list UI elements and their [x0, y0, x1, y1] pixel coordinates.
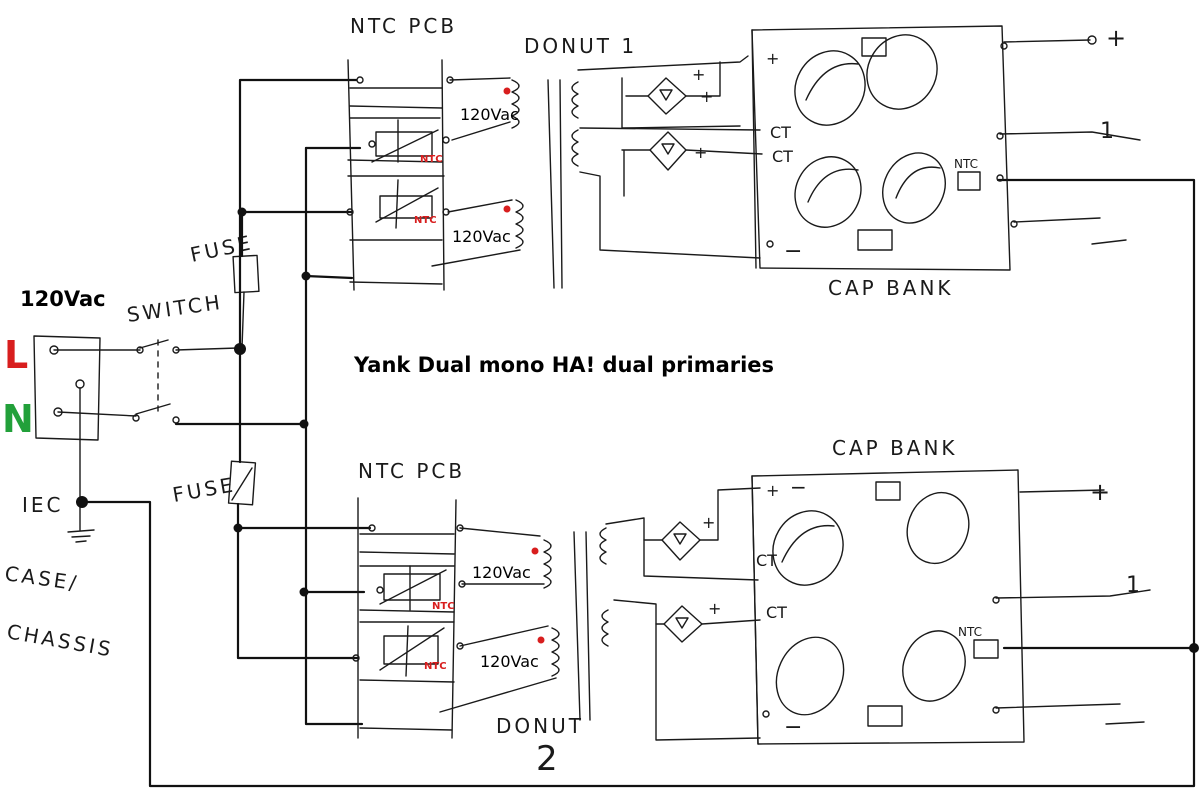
secondaries-top [571, 55, 763, 259]
capbank-bottom-label: CAP BANK [832, 436, 958, 460]
junction-dot [299, 587, 309, 597]
capbank-bottom-plus: + [766, 481, 779, 500]
junction-dot [237, 207, 247, 217]
ntc-4-label: NTC [424, 661, 447, 672]
polarity-dot [537, 636, 545, 644]
capbank-top-label: CAP BANK [828, 276, 954, 300]
donut-1-label: DONUT 1 [524, 34, 637, 58]
junction-dot [299, 419, 309, 429]
capbank-top-ct-1: CT [770, 123, 791, 142]
capbank-bottom-out-1: 1 [1126, 573, 1140, 598]
donut-2-label: DONUT [496, 714, 584, 738]
donut-1-core [547, 79, 563, 289]
junction-dot [1189, 643, 1199, 653]
capbank-bottom-ct-2: CT [766, 603, 787, 622]
secondary-voltage-1: 120Vac [460, 105, 519, 124]
capbank-top-out-plus: + [1106, 24, 1126, 52]
switch-label: SWITCH [125, 290, 224, 327]
polarity-dot [531, 547, 539, 555]
rect-1-plus-2: + [700, 87, 713, 106]
capbank-top [751, 25, 1141, 271]
rect-3-plus: + [702, 513, 715, 532]
junction-dot [234, 343, 246, 355]
ntc-pcb-bottom [352, 497, 466, 739]
junction-dot [301, 271, 311, 281]
secondaries-bottom [599, 487, 761, 741]
junction-dot [233, 523, 243, 533]
capbank-top-ntc: NTC [954, 157, 978, 171]
capbank-bottom-minus: − [784, 715, 802, 740]
secondary-voltage-3: 120Vac [472, 563, 531, 582]
rect-2-plus: + [694, 143, 707, 162]
donut-2-number: 2 [536, 739, 561, 779]
diagram-title: Yank Dual mono HA! dual primaries [353, 353, 774, 377]
primary-wiring [80, 78, 1196, 788]
case-label: CASE/ [3, 561, 80, 595]
ntc-2-label: NTC [414, 215, 437, 226]
capbank-bottom-minus-top: − [790, 475, 807, 499]
ntc-3-label: NTC [432, 601, 455, 612]
donut-2-core [573, 531, 591, 721]
ntc-pcb-bottom-label: NTC PCB [358, 459, 465, 483]
capbank-bottom [751, 469, 1151, 745]
capbank-top-plus: + [766, 49, 779, 68]
chassis-label: CHASSIS [5, 619, 115, 661]
ntc-1-label: NTC [420, 154, 443, 165]
rect-1-plus: + [692, 65, 705, 84]
fuse-top [232, 254, 260, 349]
polarity-dot [503, 87, 511, 95]
line-label: L [4, 333, 28, 377]
ground-symbol [67, 499, 95, 543]
polarity-dot [503, 205, 511, 213]
ntc-pcb-top [346, 59, 454, 291]
fuse-top-label: FUSE [188, 230, 255, 267]
ntc-pcb-top-label: NTC PCB [350, 14, 457, 38]
iec-label: IEC [22, 493, 64, 517]
secondary-voltage-4: 120Vac [480, 652, 539, 671]
primary-windings-top [431, 77, 524, 267]
capbank-bottom-out-plus: + [1090, 478, 1110, 506]
power-switch [53, 339, 239, 424]
fuse-bottom [227, 460, 257, 506]
fuse-bottom-label: FUSE [171, 472, 238, 507]
junction-dot [76, 496, 88, 508]
iec-inlet [33, 335, 101, 501]
mains-voltage-label: 120Vac [20, 287, 106, 311]
rect-4-plus: + [708, 599, 721, 618]
neutral-label: N [2, 397, 34, 441]
capbank-top-ct-2: CT [772, 147, 793, 166]
capbank-top-out-1: 1 [1100, 119, 1114, 144]
capbank-bottom-ntc: NTC [958, 625, 982, 639]
capbank-top-minus: − [784, 239, 802, 264]
primary-windings-bottom [439, 527, 560, 713]
capbank-bottom-ct-1: CT [756, 551, 777, 570]
secondary-voltage-2: 120Vac [452, 227, 511, 246]
